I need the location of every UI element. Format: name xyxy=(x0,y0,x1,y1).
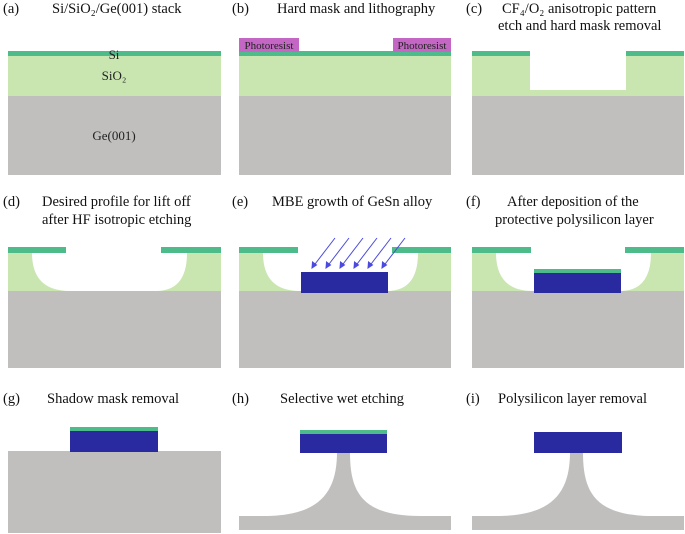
ge-substrate xyxy=(239,291,451,368)
panel-d-title-line1: Desired profile for lift off xyxy=(42,194,191,210)
panel-e-title: MBE growth of GeSn alloy xyxy=(272,194,433,210)
sio2-undercut-layer xyxy=(8,253,221,291)
panel-b-id: (b) xyxy=(232,1,249,17)
panel-d-title-line2: after HF isotropic etching xyxy=(42,212,191,228)
ge-substrate xyxy=(472,95,684,175)
ge-substrate xyxy=(472,291,684,368)
ge-substrate xyxy=(8,451,221,533)
panel-a: (a) Si/SiO₂/Ge(001) stack Si SiO₂ Ge(001… xyxy=(3,1,221,175)
polysilicon-layer xyxy=(300,430,387,434)
gesn-layer xyxy=(301,272,388,293)
sio2-undercut-layer xyxy=(239,253,451,291)
panel-d-id: (d) xyxy=(3,194,20,210)
polysilicon-layer xyxy=(70,427,158,431)
panel-f-id: (f) xyxy=(466,194,481,210)
gesn-layer xyxy=(70,431,158,452)
panel-c-title-line1: CF₄/O₂ anisotropic pattern xyxy=(502,1,657,17)
panel-a-id: (a) xyxy=(3,1,19,17)
si-label: Si xyxy=(109,47,120,62)
mbe-flux-arrows xyxy=(311,237,406,269)
sio2-layer xyxy=(8,56,221,96)
panel-g-id: (g) xyxy=(3,391,20,407)
panel-c: (c) CF₄/O₂ anisotropic pattern etch and … xyxy=(466,1,684,175)
si-layer xyxy=(8,51,221,56)
panel-h-id: (h) xyxy=(232,391,249,407)
si-layer xyxy=(239,51,451,56)
sio2-layer xyxy=(239,56,451,96)
sio2-layer xyxy=(472,56,684,96)
panel-g-title: Shadow mask removal xyxy=(47,391,179,407)
panel-h-title: Selective wet etching xyxy=(280,391,404,407)
panel-b: (b) Hard mask and lithography Photoresis… xyxy=(232,1,451,175)
si-overhang-right xyxy=(392,247,451,253)
panel-c-id: (c) xyxy=(466,1,482,17)
panel-i-id: (i) xyxy=(466,391,480,407)
si-overhang-right xyxy=(625,247,684,253)
si-overhang-right xyxy=(161,247,221,253)
panel-b-title: Hard mask and lithography xyxy=(277,1,436,17)
panel-i: (i) Polysilicon layer removal xyxy=(466,391,684,530)
panel-f-title-line2: protective polysilicon layer xyxy=(495,212,654,228)
ge-pedestal xyxy=(472,452,684,530)
photoresist-right xyxy=(393,38,451,52)
panel-c-title-line2: etch and hard mask removal xyxy=(498,18,661,34)
gesn-membrane xyxy=(534,432,622,453)
panel-i-title: Polysilicon layer removal xyxy=(498,391,647,407)
photoresist-left-label: Photoresist xyxy=(245,40,294,52)
panel-d: (d) Desired profile for lift off after H… xyxy=(3,194,221,368)
ge-substrate xyxy=(239,95,451,175)
sio2-label: SiO₂ xyxy=(102,68,127,83)
photoresist-right-label: Photoresist xyxy=(398,40,447,52)
ge-substrate xyxy=(8,95,221,175)
sio2-undercut-layer xyxy=(472,253,684,291)
panel-a-title: Si/SiO₂/Ge(001) stack xyxy=(52,1,182,17)
si-layer-right xyxy=(626,51,684,56)
panel-f: (f) After deposition of the protective p… xyxy=(466,194,684,368)
panel-g: (g) Shadow mask removal xyxy=(3,391,221,533)
si-overhang-left xyxy=(239,247,298,253)
gesn-layer xyxy=(534,273,621,293)
panel-h: (h) Selective wet etching xyxy=(232,391,451,530)
si-layer-left xyxy=(472,51,530,56)
polysilicon-layer xyxy=(534,269,621,273)
si-overhang-left xyxy=(8,247,66,253)
ge-label: Ge(001) xyxy=(92,128,135,143)
ge-substrate xyxy=(8,291,221,368)
panel-e: (e) MBE growth of GeSn alloy xyxy=(232,194,451,368)
si-overhang-left xyxy=(472,247,531,253)
panel-e-id: (e) xyxy=(232,194,248,210)
ge-pedestal xyxy=(239,452,451,530)
panel-f-title-line1: After deposition of the xyxy=(507,194,639,210)
gesn-membrane xyxy=(300,434,387,453)
photoresist-left xyxy=(239,38,299,52)
